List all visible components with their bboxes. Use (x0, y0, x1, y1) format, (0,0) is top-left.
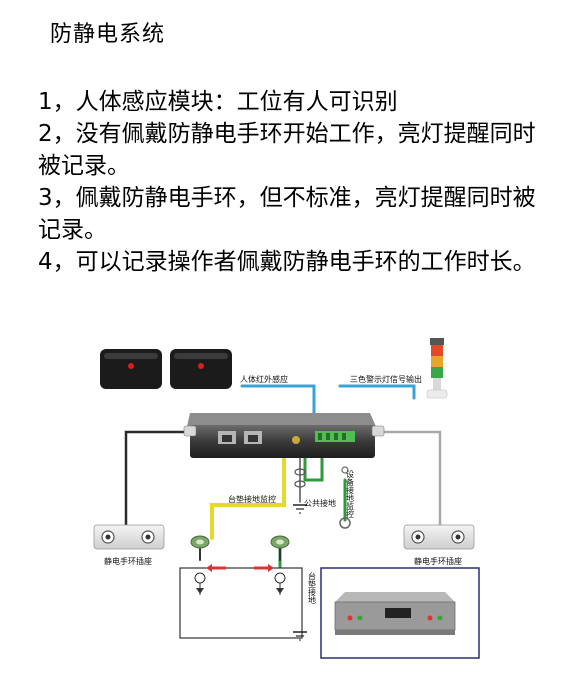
controller-box (186, 413, 378, 458)
rj-plug-right (371, 425, 385, 437)
feature-list: 1，人体感应模块：工位有人可识别 2，没有佩戴防静电手环开始工作，亮灯提醒同时被… (38, 86, 558, 278)
label-sensor: 人体红外感应 (240, 374, 288, 384)
label-mat-ground-monitor: 台垫接地监控 (228, 494, 276, 504)
feature-item-4: 4，可以记录操作者佩戴防静电手环的工作时长。 (38, 249, 536, 275)
pir-sensor-right (170, 349, 232, 389)
rj-plug-left (183, 425, 197, 437)
label-equipment-ground-monitor: 设备接地监控 (346, 469, 355, 519)
label-wrist-jack-left: 静电手环插座 (104, 556, 152, 566)
label-wrist-jack-right: 静电手环插座 (414, 556, 462, 566)
mat-snap-clip-right (270, 535, 290, 549)
device-photo-inset (320, 567, 480, 659)
mat-snap-clip-left (190, 535, 210, 549)
tower-light-icon (426, 338, 448, 399)
ground-clip-icon (293, 466, 351, 529)
ground-symbol-icon (293, 631, 307, 641)
label-common-ground: 公共接地 (304, 498, 336, 508)
feature-item-2: 2，没有佩戴防静电手环开始工作，亮灯提醒同时被记录。 (38, 121, 536, 179)
feature-item-1: 1，人体感应模块：工位有人可识别 (38, 89, 398, 115)
label-mat-ground: 台垫接地 (308, 571, 317, 604)
page-title: 防静电系统 (50, 22, 166, 47)
wrist-strap-jack-right (403, 524, 475, 550)
workbench-mat (179, 564, 303, 639)
feature-item-3: 3，佩戴防静电手环，但不标准，亮灯提醒同时被记录。 (38, 185, 536, 243)
system-wiring-diagram: 人体红外感应 三色警示灯信号输出 (93, 338, 480, 659)
pir-sensor-left (100, 349, 162, 389)
label-tower-light: 三色警示灯信号输出 (350, 374, 422, 384)
wrist-strap-jack-left (93, 524, 165, 550)
